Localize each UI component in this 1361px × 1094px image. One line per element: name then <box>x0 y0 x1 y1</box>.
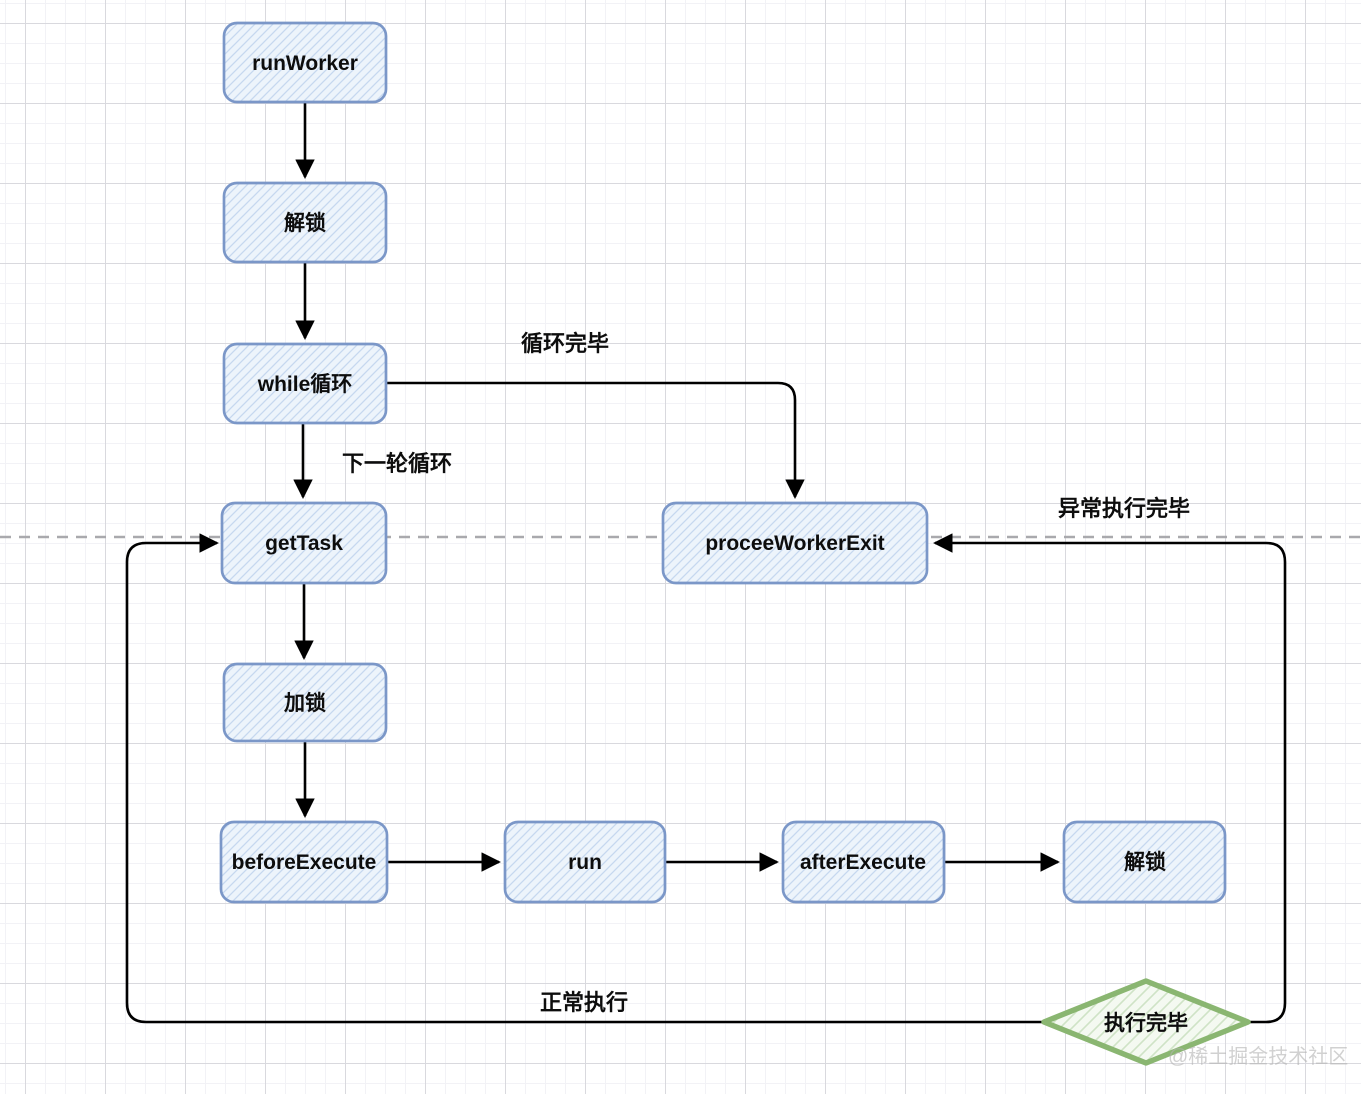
node-label-unlock-top: 解锁 <box>284 211 326 235</box>
node-procee-worker-exit: proceeWorkerExit <box>661 501 929 585</box>
edge-execdone-to-proceeworkerexit <box>933 533 1287 1024</box>
node-label-unlock-bottom: 解锁 <box>1124 850 1166 874</box>
node-unlock-bottom: 解锁 <box>1062 820 1227 904</box>
edge-label-abnormal-done: 异常执行完毕 <box>1058 496 1190 521</box>
watermark-text: @稀土掘金技术社区 <box>1168 1045 1348 1068</box>
node-get-task: getTask <box>220 501 388 585</box>
node-label-while-loop: while循环 <box>257 372 353 396</box>
node-after-execute: afterExecute <box>781 820 946 904</box>
node-unlock-top: 解锁 <box>222 181 388 264</box>
edge-label-next-round: 下一轮循环 <box>342 451 452 476</box>
node-label-exec-done: 执行完毕 <box>1104 1011 1188 1035</box>
node-before-execute: beforeExecute <box>219 820 389 904</box>
node-run-worker: runWorker <box>222 21 388 104</box>
node-label-run: run <box>568 851 602 874</box>
node-label-procee-worker-exit: proceeWorkerExit <box>705 532 884 555</box>
node-label-lock: 加锁 <box>283 691 326 715</box>
node-run: run <box>503 820 667 904</box>
edge-execdone-to-gettask <box>125 533 1044 1024</box>
edge-label-normal-exec: 正常执行 <box>540 990 628 1015</box>
node-label-before-execute: beforeExecute <box>232 851 377 874</box>
node-label-get-task: getTask <box>265 532 343 555</box>
node-exec-done: 执行完毕 <box>1041 978 1251 1066</box>
node-label-after-execute: afterExecute <box>800 851 926 874</box>
node-lock: 加锁 <box>222 662 388 743</box>
node-label-run-worker: runWorker <box>252 52 358 75</box>
node-while-loop: while循环 <box>222 342 388 425</box>
edge-label-loop-done: 循环完毕 <box>521 331 609 356</box>
edge-whileloop-to-proceeworkerexit <box>386 381 805 499</box>
